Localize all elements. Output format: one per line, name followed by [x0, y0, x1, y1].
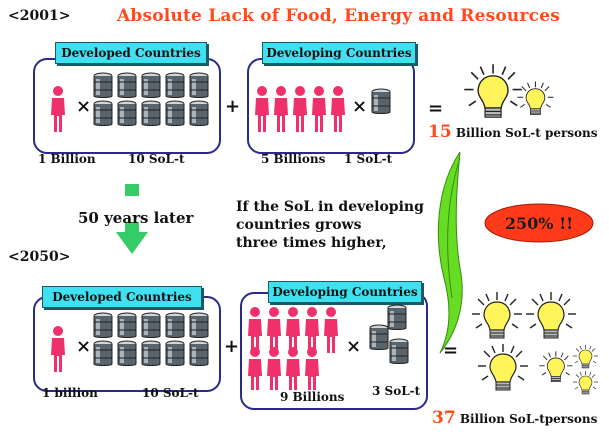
result-2001: 15 Billion SoL-t persons	[428, 122, 598, 142]
times-operator: ×	[352, 96, 368, 117]
developed-2001-tag: Developed Countries	[55, 42, 207, 64]
lightbulb-icon	[572, 344, 600, 372]
developed-2050-tag: Developed Countries	[42, 286, 202, 308]
developing-2050-sol: 3 SoL-t	[372, 384, 421, 398]
condition-line-2: countries grows	[236, 217, 362, 233]
lightbulb-icon	[524, 290, 578, 344]
lightbulb-icon	[470, 290, 524, 344]
result-2001-number: 15	[428, 122, 452, 142]
lightbulb-icon	[572, 370, 600, 398]
barrel-group-2050-developed	[92, 312, 212, 370]
person-icon	[48, 325, 72, 373]
developing-2001-sol: 1 SoL-t	[344, 152, 393, 166]
developing-2001-population: 5 Billions	[261, 152, 326, 166]
condition-text: If the SoL in developing countries grows…	[236, 198, 424, 252]
years-later-label: 50 years later	[78, 209, 194, 227]
barrel-icon	[94, 313, 208, 366]
year-2001-label: <2001>	[8, 8, 71, 24]
plus-operator: +	[224, 336, 240, 357]
developed-2001-population: 1 Billion	[38, 152, 96, 166]
equals-operator: =	[428, 98, 444, 119]
barrel-icon	[94, 73, 208, 126]
person-icon	[248, 307, 338, 390]
leaf-arrow-icon	[437, 151, 463, 354]
person-icon	[255, 86, 345, 132]
barrel-icon	[370, 305, 408, 364]
developed-2001-sol: 10 SoL-t	[128, 152, 185, 166]
result-2050-label: Billion SoL-tpersons	[459, 412, 598, 426]
lightbulb-icon	[476, 342, 530, 396]
barrel-group-2050-developing	[364, 304, 418, 376]
developing-2001-tag: Developing Countries	[262, 42, 416, 64]
person-icon	[48, 85, 72, 133]
increase-badge	[484, 203, 594, 243]
year-2050-label: <2050>	[8, 249, 71, 265]
developing-2050-population: 9 Billions	[280, 390, 345, 404]
lightbulb-icon	[462, 62, 522, 118]
condition-line-1: If the SoL in developing	[236, 199, 424, 215]
result-2050: 37 Billion SoL-tpersons	[432, 408, 597, 428]
result-2050-number: 37	[432, 408, 456, 428]
barrel-icon	[370, 88, 394, 118]
lightbulb-icon	[538, 350, 574, 386]
times-operator: ×	[76, 96, 92, 117]
condition-line-3: three times higher,	[236, 235, 387, 251]
result-2001-label: Billion SoL-t persons	[455, 126, 598, 140]
person-group-2050-developing	[245, 306, 345, 390]
barrel-group-2001-developed	[92, 72, 212, 130]
down-arrow-icon	[116, 184, 148, 254]
increase-badge-text: 250% !!	[504, 213, 574, 233]
times-operator: ×	[346, 336, 362, 357]
developed-2050-population: 1 billion	[42, 386, 98, 400]
developed-2050-sol: 10 SoL-t	[142, 386, 199, 400]
times-operator: ×	[76, 336, 92, 357]
developing-2050-tag: Developing Countries	[268, 281, 422, 303]
lightbulb-icon	[516, 80, 556, 120]
plus-operator: +	[225, 96, 241, 117]
equals-operator: =	[443, 340, 459, 361]
person-group-2001-developing	[252, 85, 352, 133]
diagram-title: Absolute Lack of Food, Energy and Resour…	[117, 6, 560, 26]
